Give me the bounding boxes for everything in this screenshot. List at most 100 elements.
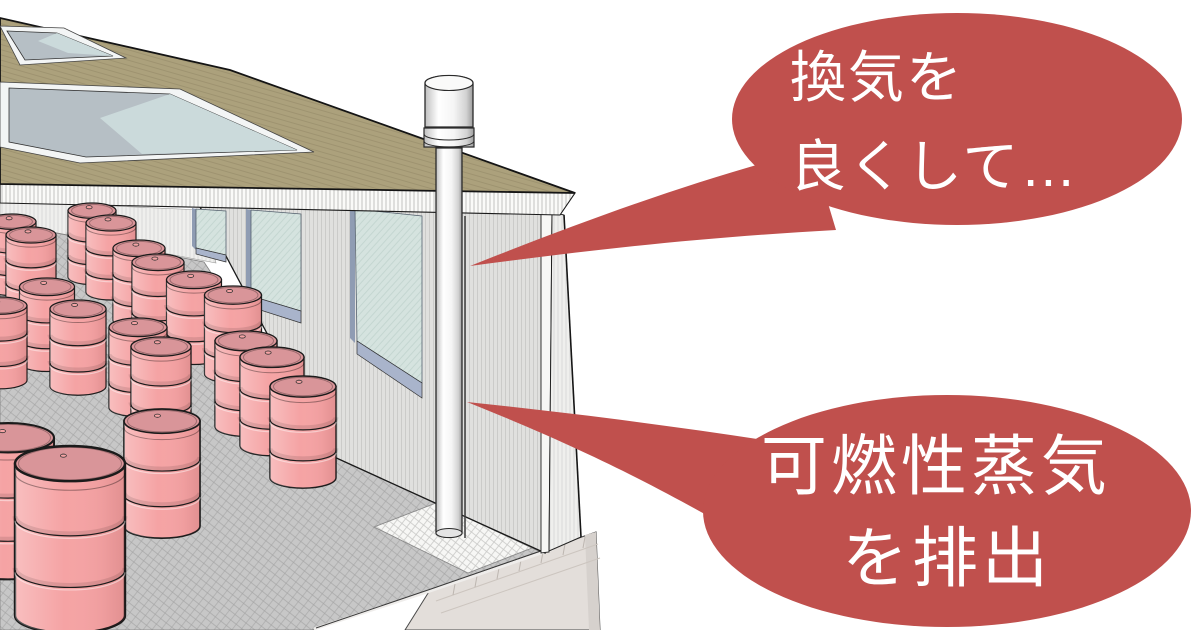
drum-bung [5, 216, 13, 221]
drum-rib-shade [12, 567, 128, 588]
drum [121, 408, 203, 540]
window-1-glass [195, 208, 227, 256]
gable-right-edge [563, 214, 582, 538]
window-1 [192, 208, 227, 263]
drum-bung [295, 379, 303, 384]
drum-lid-rim [9, 227, 53, 243]
drum-lid-rim [22, 278, 72, 295]
callout-exhaust-vapor: 可燃性蒸気 を排出 [467, 395, 1191, 627]
drum-group [0, 202, 339, 630]
drum-rib [14, 518, 126, 537]
drum-bung [151, 256, 159, 261]
drum-chime-line [14, 472, 126, 491]
gable-wall [548, 211, 582, 552]
drum-bung [85, 205, 93, 210]
drum-lid-rim [71, 203, 113, 218]
skylight-1-glass [38, 33, 113, 56]
drum-rib-highlight [130, 378, 192, 390]
skylight-2 [0, 81, 315, 164]
drum-rib-highlight [49, 339, 107, 349]
drum-rib [130, 376, 192, 387]
drum-bung [154, 413, 161, 418]
drum-rib [5, 259, 57, 269]
drum-rib-shade [267, 416, 339, 431]
drum-rib-shade [267, 447, 339, 462]
drum-rib-highlight [123, 496, 201, 510]
drum-lid-rim [0, 297, 24, 314]
drum-chime-line [239, 362, 305, 374]
drum-lid [130, 336, 192, 357]
drum-rib [269, 419, 337, 431]
drum-lid-rim [218, 331, 274, 350]
window-2-jamb [246, 209, 251, 298]
drum-lid [49, 299, 107, 319]
drum-bung [71, 302, 79, 307]
window-1-sill [195, 247, 227, 263]
drum-rib-highlight [14, 572, 126, 591]
drum-rib [0, 332, 28, 342]
skylight-2-glass [100, 94, 297, 154]
drum-lid-rim [134, 337, 188, 356]
drum-rib-highlight [0, 360, 28, 370]
drum-rib-shade [202, 320, 264, 334]
threshold-apron [372, 502, 534, 574]
drum-shading [15, 463, 125, 630]
drum-bung [132, 242, 140, 247]
drum-chime-line [130, 351, 192, 362]
drum-bung [226, 289, 233, 294]
drum-chime-line [85, 227, 137, 236]
callout-ventilation: 換気を 良くして… [470, 13, 1182, 266]
skylight-1 [0, 25, 128, 66]
drum-lid [18, 277, 76, 297]
drum-rib-shade [12, 515, 128, 537]
drum-lid-rim [243, 347, 301, 367]
drum-chime-line [49, 313, 107, 324]
drum-rib [49, 336, 107, 347]
drum-rib-highlight [14, 520, 126, 539]
drum-bung [131, 321, 138, 326]
pipe-collar-ring-2 [423, 140, 475, 148]
pipe-collar-ring-1 [423, 133, 475, 141]
drum-rib-shade [128, 373, 194, 387]
callout-ventilation-line-1: 換気を [790, 46, 964, 109]
drum-lid-rim [0, 423, 51, 452]
pipe-shaft [435, 147, 463, 539]
drum-lid-rim [89, 215, 133, 231]
drum-lid [165, 270, 223, 290]
drum-chime-line [19, 291, 75, 301]
vent-pipe [423, 74, 475, 539]
drum-rib [123, 458, 201, 472]
drum-chime-line [204, 299, 262, 310]
drum-lid-rim [135, 254, 181, 270]
drum-lid [203, 285, 263, 305]
drum [0, 296, 30, 390]
drum-chime-line [123, 427, 201, 441]
drum-lid-rim [169, 271, 219, 288]
drum-rib-shade [47, 334, 109, 347]
window-1-jamb [192, 208, 196, 250]
drum-lid-rim [273, 376, 333, 397]
drum-lid [108, 317, 168, 338]
callout-ventilation-line-2: 良くして… [790, 135, 1078, 198]
drum-rib-highlight [269, 421, 337, 434]
drum-chime-line [0, 310, 28, 320]
drum-lid [239, 346, 305, 369]
callout-exhaust-vapor-line-1: 可燃性蒸気 [761, 429, 1111, 503]
drum-bung [40, 280, 48, 285]
drum-rib-shade [121, 456, 203, 472]
drum-bung [104, 217, 112, 222]
drum-lid-rim [116, 240, 162, 256]
drum-lid [13, 444, 127, 483]
drum-rib-shade [0, 355, 30, 367]
drum-chime-line [5, 239, 57, 248]
drum-rib [0, 357, 28, 368]
drum-rib [269, 450, 337, 462]
window-3-jamb [350, 208, 355, 343]
window-2 [246, 209, 302, 324]
pipe-cap-top [424, 74, 474, 92]
drum-rib-shade [121, 492, 203, 508]
drum-rib-highlight [0, 334, 28, 345]
drum-lid-rim [112, 318, 164, 336]
drum-bung [264, 350, 272, 355]
drum-rib-shade [47, 360, 109, 373]
